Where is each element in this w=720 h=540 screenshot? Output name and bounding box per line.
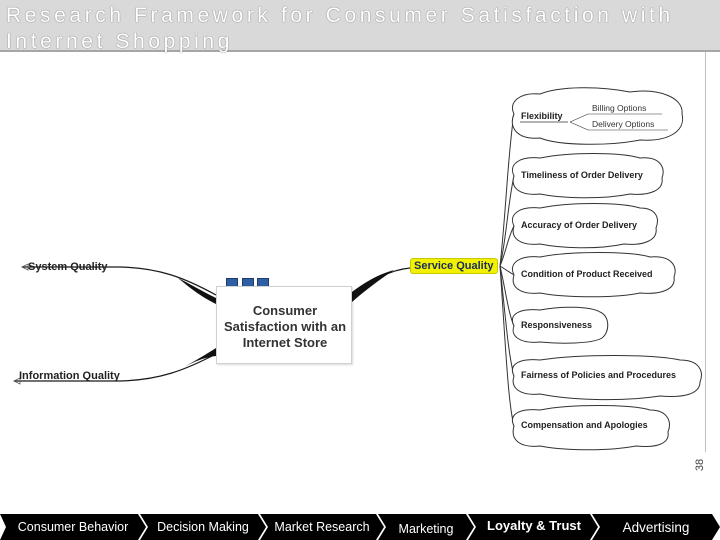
cloud-compensation <box>512 405 670 451</box>
cloud-fairness <box>512 355 702 401</box>
cloud-timeliness <box>512 153 664 199</box>
nav-advertising[interactable]: Advertising <box>622 519 690 535</box>
node-billing-options: Billing Options <box>592 103 647 113</box>
node-information-quality: Information Quality <box>19 370 120 382</box>
node-flexibility: Flexibility <box>521 111 563 121</box>
central-topic-box: Consumer Satisfaction with an Internet S… <box>216 286 352 364</box>
nav-consumer-behavior[interactable]: Consumer Behavior <box>17 520 129 534</box>
node-condition-of-product-received: Condition of Product Received <box>521 269 653 279</box>
node-delivery-options: Delivery Options <box>592 119 655 129</box>
node-system-quality: System Quality <box>28 261 108 273</box>
connector-system-quality <box>22 266 217 296</box>
cloud-accuracy <box>512 203 658 249</box>
slide-title: Research Framework for Consumer Satisfac… <box>6 4 674 53</box>
nav-background <box>0 514 720 540</box>
cloud-responsiveness <box>512 306 609 344</box>
nav-market-research[interactable]: Market Research <box>274 520 370 534</box>
nav-loyalty-and-trust[interactable]: Loyalty & Trust <box>487 517 581 533</box>
mind-map-diagram: System Quality Information Quality Consu… <box>0 52 720 484</box>
central-topic: Consumer Satisfaction with an Internet S… <box>223 303 347 350</box>
nav-marketing[interactable]: Marketing <box>398 522 454 536</box>
connector-lines <box>13 87 702 451</box>
node-fairness-of-policies-and-procedures: Fairness of Policies and Procedures <box>521 370 677 380</box>
node-accuracy-of-order-delivery: Accuracy of Order Delivery <box>521 220 638 230</box>
bottom-navigation: Consumer Behavior Decision Making Market… <box>0 514 720 540</box>
node-responsiveness: Responsiveness <box>521 320 593 330</box>
cloud-condition <box>512 252 676 298</box>
nav-decision-making[interactable]: Decision Making <box>157 520 249 534</box>
node-compensation-and-apologies: Compensation and Apologies <box>521 420 648 430</box>
page-number: 38 <box>694 458 706 472</box>
title-bar: Research Framework for Consumer Satisfac… <box>0 0 720 53</box>
connector-information-quality <box>14 353 217 382</box>
node-timeliness-of-order-delivery: Timeliness of Order Delivery <box>521 170 643 180</box>
node-service-quality: Service Quality <box>410 258 498 274</box>
right-divider <box>705 52 706 452</box>
